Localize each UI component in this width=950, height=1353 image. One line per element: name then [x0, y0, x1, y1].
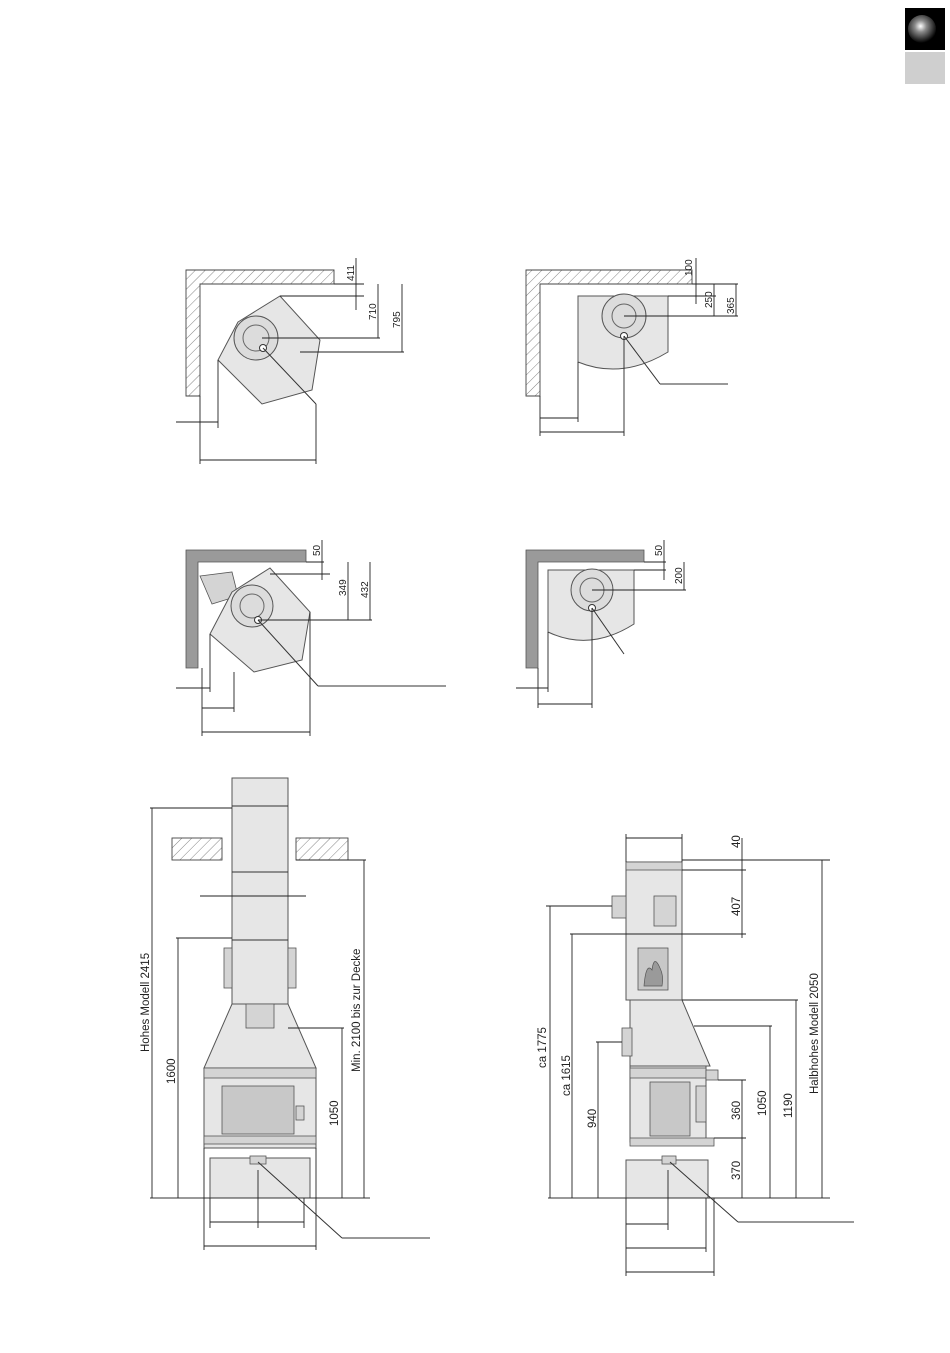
plan-corner-diagonal-hatched: 411 710 795: [176, 258, 404, 464]
plan-corner-frontal-hatched: 100 250 365: [526, 258, 738, 436]
hood-side: [630, 1000, 710, 1066]
dim-50: 50: [312, 544, 323, 556]
dim-1050: 1050: [329, 1100, 341, 1126]
dim-50: 50: [654, 544, 665, 556]
section-tab-light: [905, 52, 945, 84]
section-tab: [905, 8, 945, 84]
dim-432: 432: [360, 581, 371, 598]
side-window: [650, 1082, 690, 1136]
dim-100: 100: [684, 259, 695, 276]
dim-407: 407: [731, 897, 743, 916]
dim-1050: 1050: [757, 1090, 769, 1116]
ceiling-left: [172, 838, 222, 860]
dim-hohes-modell: Hohes Modell 2415: [140, 953, 152, 1052]
front-elevation-tall-model: Hohes Modell 2415 1600 Min. 2100 bis zur…: [140, 778, 430, 1250]
dim-250: 250: [704, 291, 715, 308]
dim-halbhohes-modell: Halbhohes Modell 2050: [809, 973, 821, 1094]
firebox-circle: [231, 585, 273, 627]
dim-365: 365: [726, 297, 737, 314]
dim-1600: 1600: [166, 1058, 178, 1084]
dim-349: 349: [338, 579, 349, 596]
plan-corner-frontal-solid: 50 200: [516, 540, 686, 708]
ceiling-right: [296, 838, 348, 860]
dim-ca-1775: ca 1775: [537, 1027, 549, 1068]
dim-1190: 1190: [783, 1093, 795, 1118]
dim-411: 411: [346, 265, 357, 281]
plan-corner-diagonal-solid: 50 349 432: [176, 540, 446, 736]
dim-40: 40: [731, 835, 743, 848]
dim-200: 200: [674, 567, 685, 584]
dim-360: 360: [731, 1101, 743, 1120]
dim-710: 710: [368, 303, 379, 320]
dim-370: 370: [731, 1161, 743, 1180]
globe-icon: [908, 15, 936, 43]
firebox-window: [222, 1086, 294, 1134]
flue-column: [232, 778, 288, 1004]
dim-ca-1615: ca 1615: [561, 1055, 573, 1096]
side-elevation-half-model: 40 407 Halbhohes Modell 2050 1190 1050 3…: [537, 834, 854, 1276]
dim-795: 795: [392, 311, 403, 328]
dim-min-2100: Min. 2100 bis zur Decke: [351, 949, 363, 1072]
base-side: [626, 1160, 708, 1198]
dim-940: 940: [587, 1109, 599, 1128]
